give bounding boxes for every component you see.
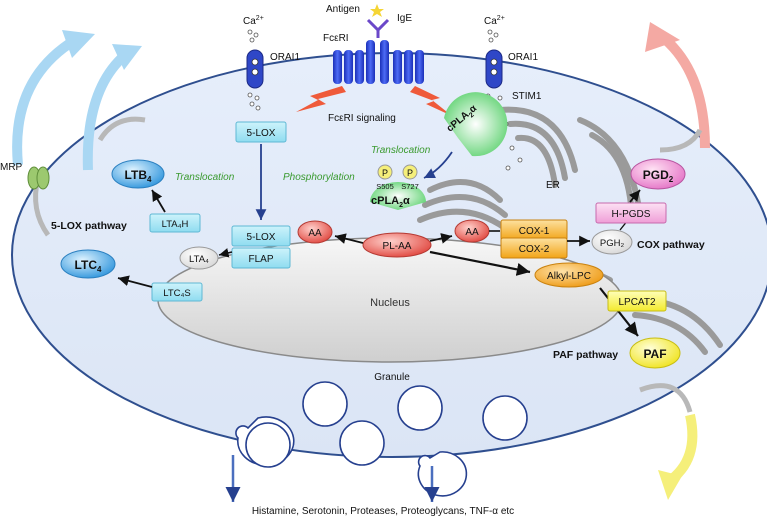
- aa-left-node: [297, 220, 333, 244]
- fceri-label: FcεRI: [323, 33, 349, 44]
- plaa-to-aa-left-arrow: [334, 233, 364, 244]
- export-arrows: [12, 22, 710, 500]
- pl-aa-node: [362, 232, 432, 258]
- ige-icon: [366, 18, 390, 38]
- ca-left-label: Ca2+: [243, 15, 264, 27]
- pgh2-label: PGH₂: [600, 238, 625, 249]
- antigen-icon: [370, 4, 384, 17]
- cox1-label: COX-1: [519, 226, 550, 237]
- lta4h-label: LTA₄H: [162, 219, 189, 230]
- cpla2-translocation-arrow: [423, 151, 453, 179]
- five-lox-top-box: [235, 121, 287, 143]
- cpla2-phospho-label: cPLA2α: [371, 195, 410, 209]
- cox2-box: [500, 237, 568, 259]
- ltc4-label: LTC4: [75, 258, 102, 274]
- phosphorylation-label: Phosphorylation: [283, 172, 355, 183]
- granules: [235, 381, 528, 497]
- stim1-label: STIM1: [512, 91, 542, 102]
- hpgds-box: [595, 202, 667, 224]
- aa-left-label: AA: [308, 228, 322, 239]
- ige-label: IgE: [397, 13, 412, 24]
- ltc4s-label: LTC₄S: [163, 288, 190, 299]
- alkyl-lpc-to-paf-arrow: [599, 287, 639, 337]
- pgd2-node: [630, 158, 686, 190]
- phospho-s727-marker: P: [407, 168, 413, 178]
- five-lox-top-label: 5-LOX: [247, 128, 276, 139]
- paf-label: PAF: [643, 347, 666, 361]
- flap-box: [231, 247, 291, 269]
- hpgds-label: H-PGDS: [612, 209, 651, 220]
- aa-right-label: AA: [465, 227, 479, 238]
- lpcat2-box: [607, 290, 667, 312]
- ca-ions-left: [247, 29, 261, 111]
- alkyl-lpc-label: Alkyl-LPC: [547, 271, 591, 282]
- pgd2-label: PGD2: [643, 168, 674, 184]
- plaa-to-alkyl-lpc-arrow: [429, 250, 531, 276]
- orai-right-label: ORAI1: [508, 52, 538, 63]
- translocation-right-label: Translocation: [371, 145, 431, 156]
- lta4h-box: [149, 213, 201, 233]
- lightning-icon: [296, 86, 452, 116]
- granule-label: Granule: [374, 372, 410, 383]
- pgh2-node: [591, 229, 633, 255]
- paf-node: [629, 337, 681, 369]
- flap-label: FLAP: [248, 254, 273, 265]
- er-label: ER: [546, 180, 560, 191]
- five-lox-mid-box: [231, 225, 291, 247]
- alkyl-lpc-node: [534, 262, 604, 288]
- lpcat2-label: LPCAT2: [618, 297, 655, 308]
- antigen-label: Antigen: [326, 4, 360, 15]
- fceri-signaling-label: FcεRI signaling: [328, 113, 396, 124]
- mrp-transporter: [27, 166, 50, 190]
- lox-pathway-label: 5-LOX pathway: [51, 220, 127, 232]
- cpla2-cytosolic: [444, 92, 508, 157]
- orai-left-label: ORAI1: [270, 52, 300, 63]
- lta4h-to-ltb4-arrow: [151, 189, 166, 213]
- pl-aa-label: PL-AA: [383, 241, 412, 252]
- ltb4-label: LTB4: [125, 168, 152, 184]
- s505-label: S505: [376, 182, 394, 191]
- ca-right-label: Ca2+: [484, 15, 505, 27]
- plaa-to-aa-right-arrow: [429, 233, 453, 244]
- mrp-label: MRP: [0, 162, 23, 173]
- ltb4-node: [111, 159, 165, 189]
- s727-label: S727: [401, 182, 419, 191]
- ltc4s-to-ltc4-arrow: [117, 275, 153, 288]
- fceri-receptor-icon: [333, 40, 424, 84]
- paf-pathway-label: PAF pathway: [553, 349, 618, 361]
- lox-to-lta4-arrow: [218, 248, 233, 258]
- cpla2-phosphorylated: [370, 164, 426, 210]
- hpgds-to-pgd2-arrow: [628, 189, 641, 203]
- translocation-left-label: Translocation: [175, 172, 235, 183]
- ca-channel-right: [485, 49, 503, 89]
- granule-products-label: Histamine, Serotonin, Proteases, Proteog…: [252, 506, 514, 517]
- cox2-label: COX-2: [519, 244, 550, 255]
- lta4-node: [179, 246, 219, 270]
- cox-pathway-label: COX pathway: [637, 239, 705, 251]
- lta4-label: LTA₄: [189, 254, 209, 265]
- nucleus-label: Nucleus: [370, 297, 410, 309]
- five-lox-mid-label: 5-LOX: [247, 232, 276, 243]
- ltc4-node: [60, 249, 116, 279]
- phospho-s505-marker: P: [382, 168, 388, 178]
- ltc4s-box: [151, 282, 203, 302]
- ca-channel-left: [246, 49, 264, 89]
